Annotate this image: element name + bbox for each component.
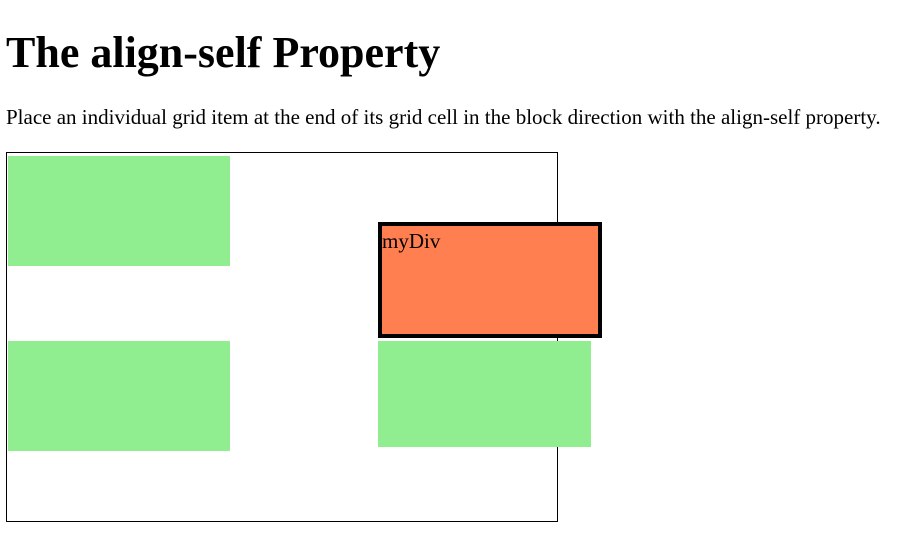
grid-item-3 xyxy=(8,341,230,451)
page-description: Place an individual grid item at the end… xyxy=(6,105,881,129)
grid-item-4 xyxy=(378,341,591,447)
page-title: The align-self Property xyxy=(6,28,441,77)
grid-item-1 xyxy=(8,156,230,266)
grid-item-mydiv: myDiv xyxy=(378,222,602,338)
grid-item-mydiv-label: myDiv xyxy=(382,229,441,253)
